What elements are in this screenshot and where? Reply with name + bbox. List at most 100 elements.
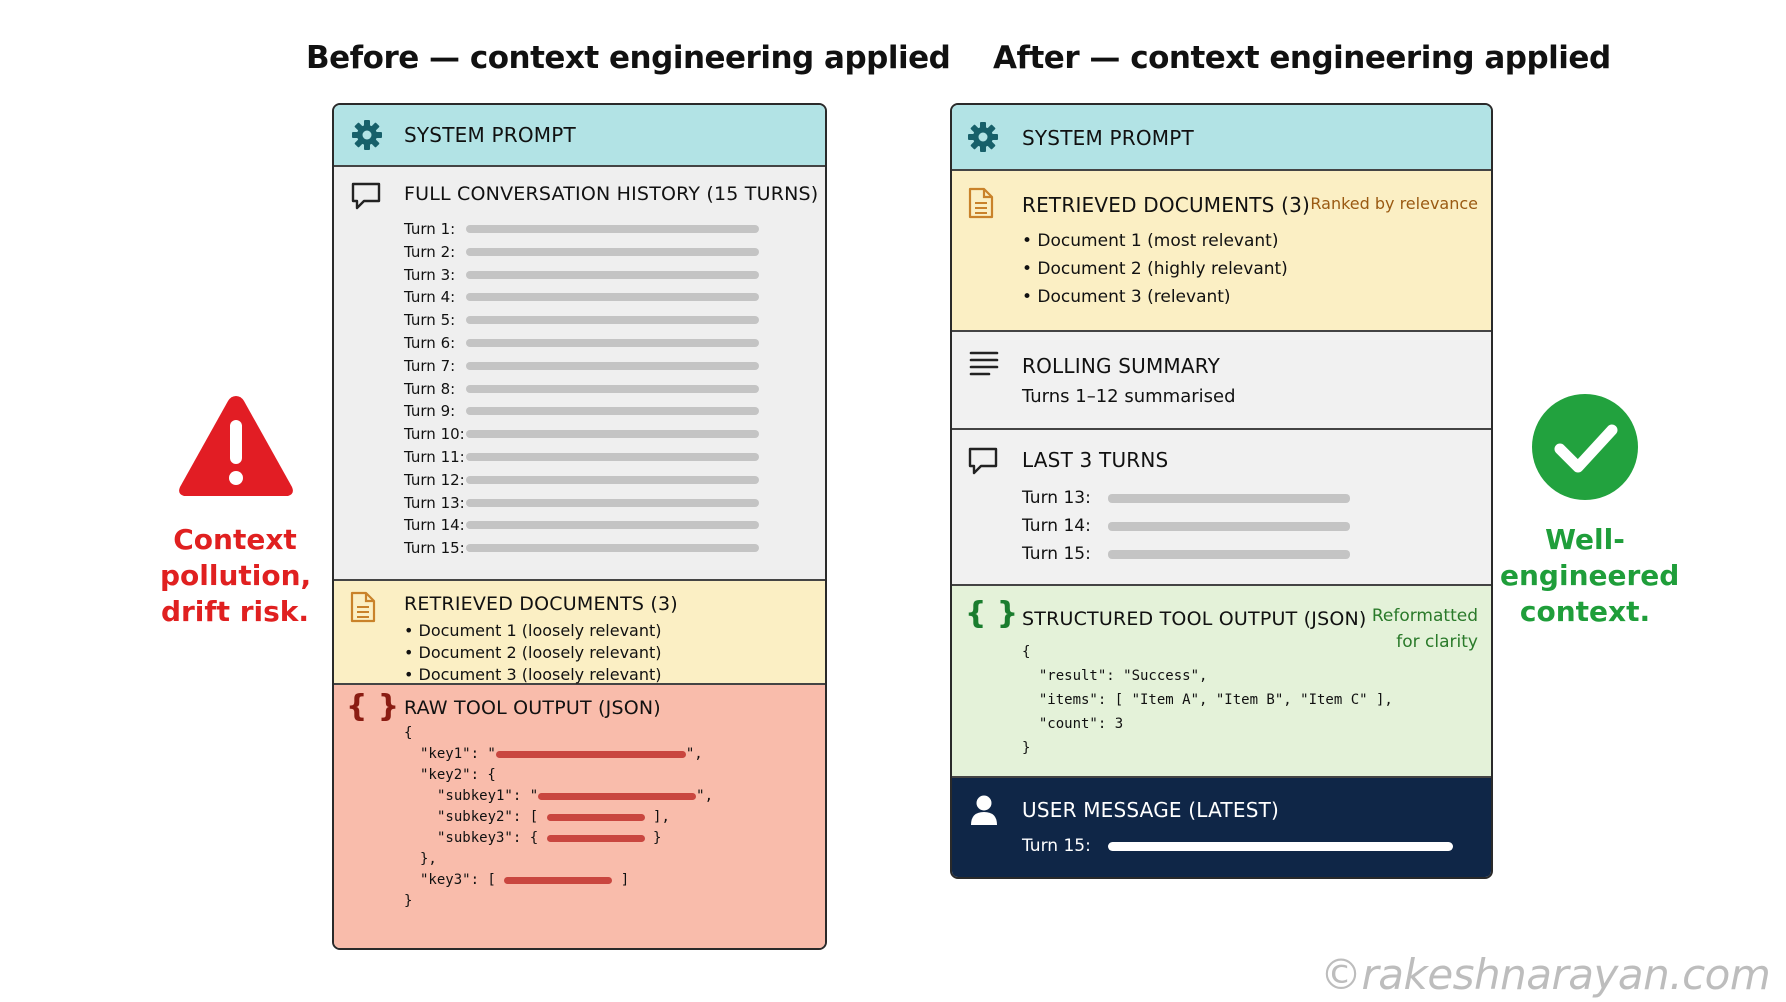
after-user-message: USER MESSAGE (LATEST) Turn 15: <box>952 778 1491 877</box>
checkmark-icon <box>1532 394 1638 500</box>
turn-bar <box>466 475 759 484</box>
turn-bar <box>466 225 759 233</box>
turn-label: Turn 13: <box>1022 488 1091 508</box>
json-line: "key2": { <box>420 767 496 783</box>
last-turn-row: Turn 14: <box>1022 514 1350 538</box>
json-line: "subkey1": "", <box>437 788 714 804</box>
history-turn-row: Turn 5: <box>404 310 759 330</box>
turn-bar <box>466 498 759 507</box>
turn-bar <box>1108 549 1350 559</box>
after-docs: RETRIEVED DOCUMENTS (3) Ranked by releva… <box>952 171 1491 332</box>
turn-label: Turn 14: <box>1022 516 1091 536</box>
after-doc-item: • Document 3 (relevant) <box>1022 287 1231 307</box>
document-icon <box>350 591 376 623</box>
braces-icon: { } <box>965 596 1019 631</box>
before-history: FULL CONVERSATION HISTORY (15 TURNS) Tur… <box>334 167 825 581</box>
user-turn-row: Turn 15: <box>1022 836 1453 856</box>
after-last-turns: LAST 3 TURNS Turn 13:Turn 14:Turn 15: <box>952 430 1491 586</box>
after-last-turns-title: LAST 3 TURNS <box>1022 448 1169 472</box>
after-doc-item: • Document 1 (most relevant) <box>1022 231 1279 251</box>
user-turn-bar <box>1108 841 1453 851</box>
lines-icon <box>969 351 999 376</box>
watermark: ©rakeshnarayan.com <box>1320 950 1771 999</box>
redacted-bar <box>546 834 645 842</box>
before-system-prompt: SYSTEM PROMPT <box>334 105 825 167</box>
summary-text: Turns 1–12 summarised <box>1022 386 1236 407</box>
user-icon <box>971 795 997 825</box>
turn-label: Turn 11: <box>404 448 465 466</box>
turn-label: Turn 6: <box>404 334 456 352</box>
history-turn-row: Turn 2: <box>404 242 759 262</box>
json-line: } <box>404 893 413 909</box>
warning-text: Context pollution, drift risk. <box>160 523 312 628</box>
before-docs-title: RETRIEVED DOCUMENTS (3) <box>404 593 678 615</box>
json-line: { <box>1022 644 1031 660</box>
after-panel: SYSTEM PROMPT RETRIEVED DOCUMENTS (3) Ra… <box>950 103 1493 879</box>
before-title: Before — context engineering applied <box>306 40 951 76</box>
json-line: }, <box>420 851 437 867</box>
turn-label: Turn 4: <box>404 288 456 307</box>
json-line: "subkey2": [ ], <box>437 809 670 825</box>
before-tool-title: RAW TOOL OUTPUT (JSON) <box>404 697 661 719</box>
turn-bar <box>466 384 759 393</box>
before-docs: RETRIEVED DOCUMENTS (3) • Document 1 (lo… <box>334 581 825 685</box>
turn-label: Turn 9: <box>404 402 456 421</box>
before-doc-item: • Document 2 (loosely relevant) <box>404 643 662 662</box>
gear-icon <box>968 122 998 152</box>
after-title: After — context engineering applied <box>993 40 1611 76</box>
user-message-title: USER MESSAGE (LATEST) <box>1022 798 1280 822</box>
json-line: "items": [ "Item A", "Item B", "Item C" … <box>1022 692 1393 708</box>
before-doc-item: • Document 1 (loosely relevant) <box>404 621 662 640</box>
document-icon <box>968 187 994 219</box>
turn-bar <box>466 521 759 530</box>
ranked-note: Ranked by relevance <box>1310 194 1478 213</box>
history-turn-row: Turn 1: <box>404 219 759 239</box>
history-turn-row: Turn 13: <box>404 493 759 513</box>
reformatted-note: Reformatted <box>1371 606 1478 626</box>
speech-bubble-icon <box>351 182 381 210</box>
history-turn-row: Turn 4: <box>404 287 759 307</box>
turn-bar <box>466 270 759 279</box>
json-line: "key3": [ ] <box>420 872 630 888</box>
json-line: "subkey3": { } <box>437 830 662 846</box>
turn-label: Turn 10: <box>404 425 465 444</box>
turn-label: Turn 5: <box>404 311 456 330</box>
json-line: "result": "Success", <box>1022 668 1208 684</box>
history-turn-row: Turn 11: <box>404 447 759 467</box>
before-system-title: SYSTEM PROMPT <box>404 123 576 147</box>
turn-bar <box>1108 493 1350 503</box>
history-turn-row: Turn 7: <box>404 356 759 376</box>
turn-label: Turn 14: <box>404 516 465 535</box>
json-line: "count": 3 <box>1022 716 1124 732</box>
redacted-bar <box>546 813 645 821</box>
json-line: "key1": "", <box>420 746 703 762</box>
after-summary: ROLLING SUMMARY Turns 1–12 summarised <box>952 332 1491 430</box>
turn-label: Turn 8: <box>404 379 456 398</box>
redacted-bar <box>504 876 613 884</box>
turn-label: Turn 15: <box>404 539 465 558</box>
turn-bar <box>466 293 759 302</box>
turn-bar <box>466 407 759 416</box>
redacted-bar <box>495 750 686 758</box>
history-turn-row: Turn 14: <box>404 515 759 535</box>
turn-label: Turn 13: <box>404 493 465 512</box>
turn-bar <box>466 339 759 347</box>
json-line: { <box>404 725 413 741</box>
before-doc-item: • Document 3 (loosely relevant) <box>404 665 662 684</box>
last-turn-row: Turn 13: <box>1022 486 1350 510</box>
turn-bar <box>1108 521 1350 531</box>
after-tool-title: STRUCTURED TOOL OUTPUT (JSON) <box>1022 608 1367 630</box>
after-struct-tool: { } STRUCTURED TOOL OUTPUT (JSON) Reform… <box>952 586 1491 778</box>
turn-label: Turn 2: <box>404 242 456 261</box>
warning-icon <box>179 396 293 496</box>
history-turn-row: Turn 3: <box>404 265 759 285</box>
gear-icon <box>352 120 382 150</box>
success-text: Well-engineered context. <box>1500 523 1680 628</box>
redacted-bar <box>538 792 697 800</box>
after-docs-title: RETRIEVED DOCUMENTS (3) <box>1022 193 1311 217</box>
history-turn-row: Turn 12: <box>404 470 759 490</box>
before-raw-tool: { } RAW TOOL OUTPUT (JSON) { "key1": "",… <box>334 685 825 948</box>
history-turn-row: Turn 6: <box>404 333 759 353</box>
after-system-prompt: SYSTEM PROMPT <box>952 105 1491 171</box>
braces-icon: { } <box>346 689 400 724</box>
